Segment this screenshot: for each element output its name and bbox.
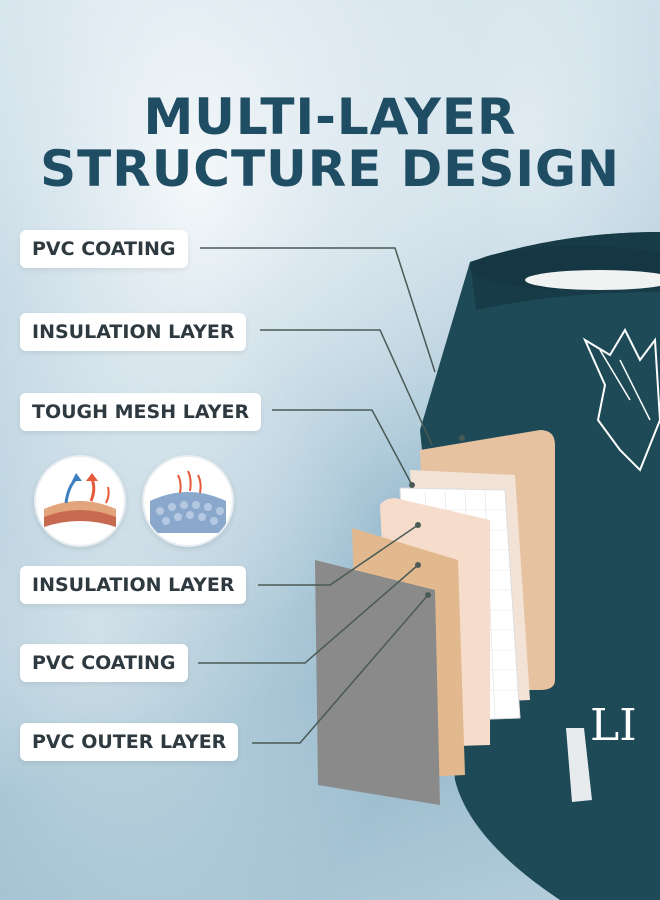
layer-pvc-outer bbox=[315, 560, 440, 805]
label-pvc-coating-top: PVC COATING bbox=[20, 230, 188, 268]
label-tough-mesh-layer: TOUGH MESH LAYER bbox=[20, 393, 262, 431]
connector-dots bbox=[409, 435, 465, 598]
label-insulation-layer-bottom: INSULATION LAYER bbox=[20, 566, 247, 604]
title-line-1: MULTI-LAYER bbox=[143, 88, 517, 146]
mesh-fabric-icon bbox=[142, 455, 234, 547]
deer-logo-icon bbox=[582, 327, 660, 472]
tub-brand-text: LI bbox=[590, 700, 637, 751]
connector-lines bbox=[198, 247, 436, 744]
layer-sheets bbox=[315, 430, 555, 805]
title-line-2: STRUCTURE DESIGN bbox=[40, 140, 620, 198]
label-pvc-coating-bottom: PVC COATING bbox=[20, 644, 188, 682]
label-pvc-outer-layer: PVC OUTER LAYER bbox=[20, 723, 239, 761]
heat-insulation-icon bbox=[34, 455, 126, 547]
label-insulation-layer-top: INSULATION LAYER bbox=[20, 313, 247, 351]
